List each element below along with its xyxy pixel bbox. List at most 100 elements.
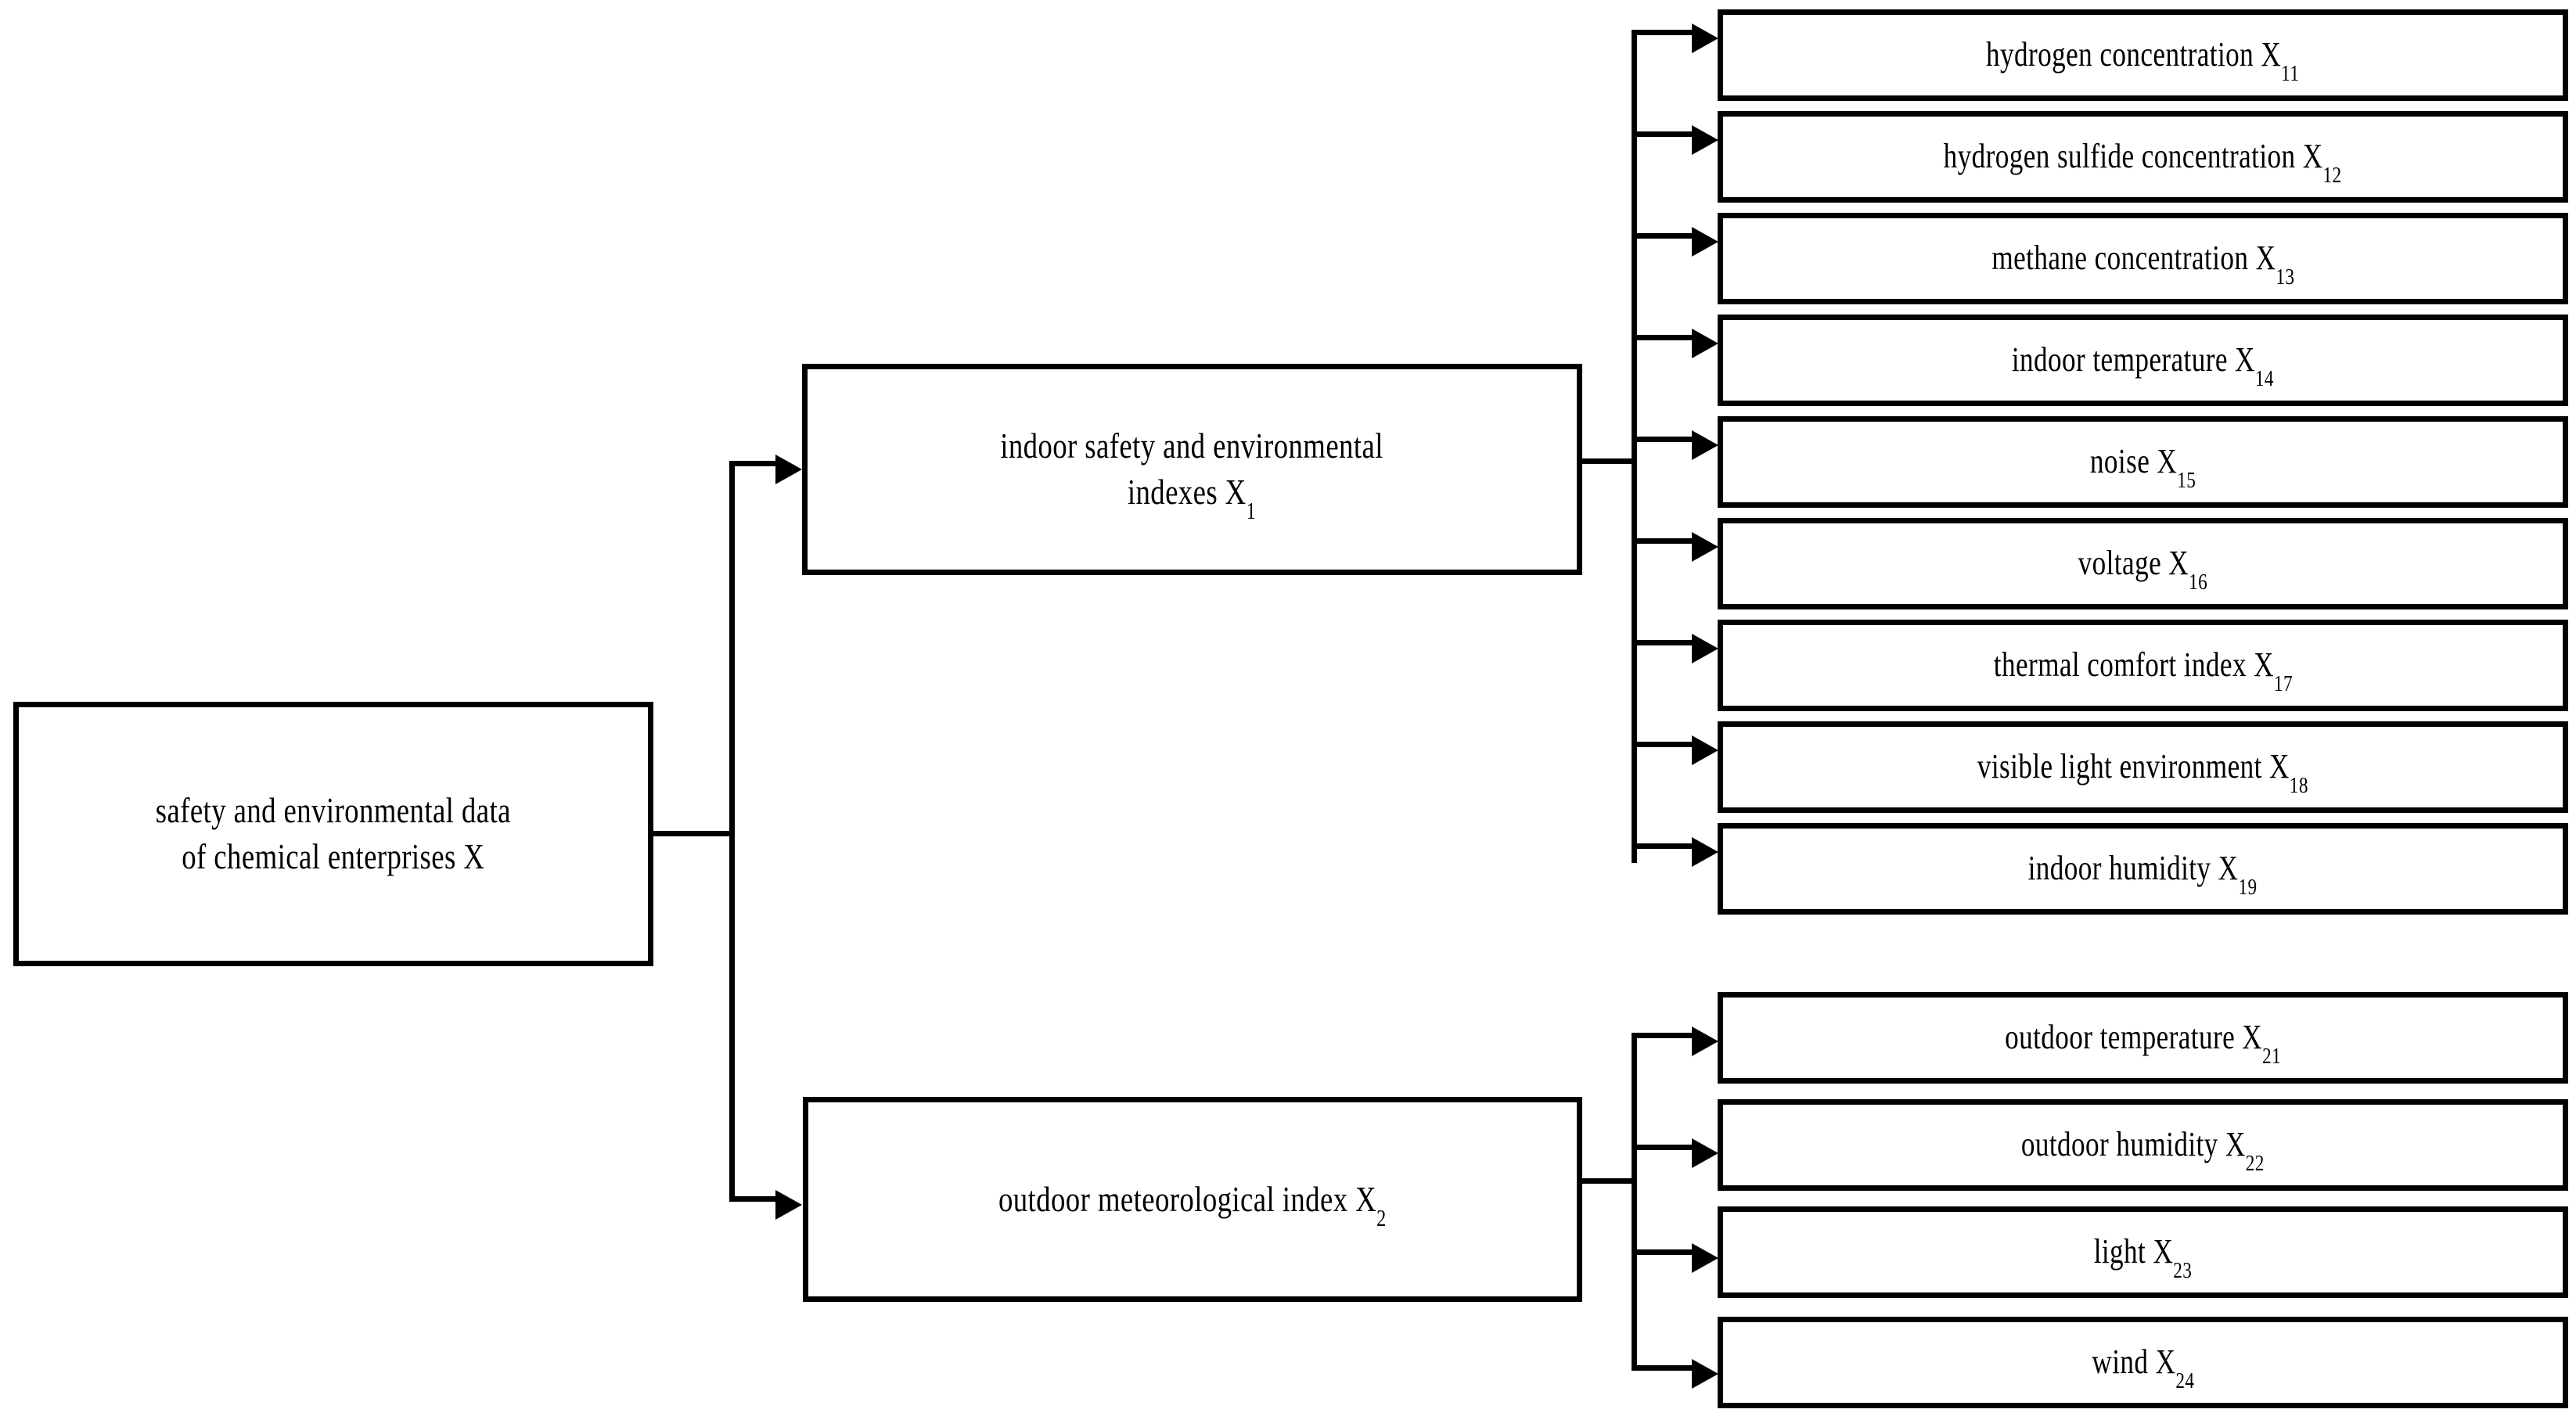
connector-x2-child-1 [1632, 1033, 1696, 1038]
connector-x2-child-4 [1632, 1365, 1696, 1371]
node-leaf-x14[interactable]: indoor temperature X14 [1718, 315, 2568, 406]
node-leaf-x24-label: wind X24 [2091, 1340, 2194, 1392]
connector-x1-child-4 [1632, 335, 1696, 340]
node-leaf-x17-text: thermal comfort index X [1993, 645, 2274, 685]
node-leaf-x11-text: hydrogen concentration X [1986, 35, 2282, 74]
node-branch-x1-line1: indoor safety and environmental [1000, 426, 1384, 466]
connector-x2-trunk [1632, 1033, 1637, 1371]
arrowhead-x1-child-1 [1692, 23, 1718, 53]
connector-root-to-x1 [729, 461, 779, 466]
node-leaf-x18[interactable]: visible light environment X18 [1718, 721, 2568, 813]
connector-x1-child-6 [1632, 538, 1696, 544]
arrowhead-x1-child-2 [1692, 125, 1718, 155]
node-leaf-x13-subscript: 13 [2275, 264, 2295, 289]
node-leaf-x12-label: hydrogen sulfide concentration X12 [1944, 135, 2342, 186]
connector-root-stub [653, 831, 735, 836]
node-branch-x1-subscript: 1 [1247, 498, 1257, 525]
node-leaf-x12[interactable]: hydrogen sulfide concentration X12 [1718, 111, 2568, 203]
node-leaf-x11-label: hydrogen concentration X11 [1986, 33, 2299, 84]
connector-root-trunk [729, 461, 735, 1202]
node-leaf-x15-text: noise X [2089, 442, 2178, 481]
connector-x2-child-2 [1632, 1145, 1696, 1150]
node-leaf-x16-label: voltage X16 [2078, 541, 2207, 593]
node-leaf-x22-subscript: 22 [2245, 1150, 2265, 1176]
arrowhead-root-to-x1 [775, 455, 802, 484]
node-root[interactable]: safety and environmental data of chemica… [13, 702, 653, 966]
connector-x1-child-3 [1632, 233, 1696, 239]
node-branch-x2-subscript: 2 [1376, 1204, 1387, 1231]
node-leaf-x12-subscript: 12 [2322, 162, 2342, 188]
node-branch-x1-line2-wrap: indexes X1 [1128, 472, 1256, 523]
node-root-line2: of chemical enterprises X [182, 836, 485, 876]
node-leaf-x18-label: visible light environment X18 [1977, 745, 2308, 796]
connector-x1-child-1 [1632, 30, 1696, 35]
node-leaf-x16-text: voltage X [2078, 544, 2189, 583]
arrowhead-x2-child-2 [1692, 1138, 1718, 1168]
node-leaf-x16[interactable]: voltage X16 [1718, 518, 2568, 609]
node-leaf-x22[interactable]: outdoor humidity X22 [1718, 1099, 2568, 1191]
arrowhead-x2-child-3 [1692, 1243, 1718, 1273]
node-leaf-x17[interactable]: thermal comfort index X17 [1718, 620, 2568, 711]
node-leaf-x13-label: methane concentration X13 [1991, 236, 2294, 288]
node-leaf-x21-text: outdoor temperature X [2004, 1018, 2262, 1057]
arrowhead-x1-child-6 [1692, 532, 1718, 562]
node-leaf-x14-text: indoor temperature X [2011, 340, 2255, 379]
node-leaf-x15[interactable]: noise X15 [1718, 416, 2568, 508]
node-leaf-x21[interactable]: outdoor temperature X21 [1718, 992, 2568, 1084]
node-leaf-x18-text: visible light environment X [1977, 747, 2290, 786]
node-leaf-x22-label: outdoor humidity X22 [2021, 1123, 2265, 1174]
connector-x1-child-9 [1632, 843, 1696, 849]
connector-x1-child-2 [1632, 131, 1696, 137]
node-leaf-x13[interactable]: methane concentration X13 [1718, 213, 2568, 304]
node-leaf-x24[interactable]: wind X24 [1718, 1317, 2568, 1408]
node-leaf-x11[interactable]: hydrogen concentration X11 [1718, 9, 2568, 101]
connector-x1-child-8 [1632, 742, 1696, 747]
node-leaf-x22-text: outdoor humidity X [2021, 1125, 2246, 1164]
node-leaf-x17-label: thermal comfort index X17 [1993, 643, 2292, 695]
connector-x1-child-7 [1632, 640, 1696, 645]
node-leaf-x14-subscript: 14 [2254, 365, 2275, 391]
arrowhead-x1-child-5 [1692, 430, 1718, 460]
connector-x1-trunk [1632, 33, 1637, 863]
node-leaf-x24-text: wind X [2091, 1343, 2175, 1382]
node-leaf-x23-text: light X [2093, 1232, 2174, 1271]
arrowhead-x2-child-1 [1692, 1026, 1718, 1056]
node-branch-x2[interactable]: outdoor meteorological index X2 [803, 1097, 1582, 1302]
node-root-label: safety and environmental data of chemica… [156, 788, 511, 880]
connector-root-to-x2 [729, 1196, 779, 1202]
node-leaf-x23[interactable]: light X23 [1718, 1206, 2568, 1298]
node-leaf-x12-text: hydrogen sulfide concentration X [1944, 137, 2323, 176]
node-leaf-x11-subscript: 11 [2281, 60, 2300, 86]
connector-x1-child-5 [1632, 437, 1696, 442]
node-leaf-x16-subscript: 16 [2189, 569, 2208, 595]
node-branch-x2-label: outdoor meteorological index X2 [998, 1177, 1387, 1230]
arrowhead-x1-child-7 [1692, 634, 1718, 663]
node-root-line1: safety and environmental data [155, 790, 512, 831]
arrowhead-x2-child-4 [1692, 1359, 1718, 1389]
node-leaf-x21-subscript: 21 [2261, 1043, 2282, 1069]
node-leaf-x23-subscript: 23 [2173, 1257, 2193, 1283]
node-leaf-x19-subscript: 19 [2238, 874, 2258, 900]
node-leaf-x17-subscript: 17 [2273, 670, 2293, 696]
node-leaf-x15-subscript: 15 [2177, 467, 2196, 493]
node-branch-x1-line2: indexes X [1128, 472, 1247, 512]
arrowhead-x1-child-8 [1692, 735, 1718, 765]
node-leaf-x19-label: indoor humidity X19 [2028, 847, 2258, 898]
node-leaf-x19[interactable]: indoor humidity X19 [1718, 823, 2568, 915]
node-leaf-x19-text: indoor humidity X [2028, 849, 2239, 888]
node-branch-x1[interactable]: indoor safety and environmental indexes … [802, 364, 1582, 575]
arrowhead-x1-child-4 [1692, 329, 1718, 358]
node-leaf-x18-subscript: 18 [2289, 772, 2308, 798]
node-branch-x1-label: indoor safety and environmental indexes … [1000, 423, 1384, 523]
node-leaf-x23-label: light X23 [2093, 1230, 2193, 1282]
node-leaf-x13-text: methane concentration X [1991, 239, 2276, 278]
arrowhead-x1-child-3 [1692, 227, 1718, 257]
node-leaf-x21-label: outdoor temperature X21 [2004, 1016, 2281, 1067]
node-leaf-x24-subscript: 24 [2175, 1368, 2195, 1393]
connector-x2-child-3 [1632, 1249, 1696, 1255]
connector-x1-stub [1582, 458, 1637, 464]
connector-x2-stub [1582, 1178, 1637, 1184]
node-branch-x2-text: outdoor meteorological index X [998, 1178, 1377, 1219]
arrowhead-root-to-x2 [775, 1190, 802, 1220]
